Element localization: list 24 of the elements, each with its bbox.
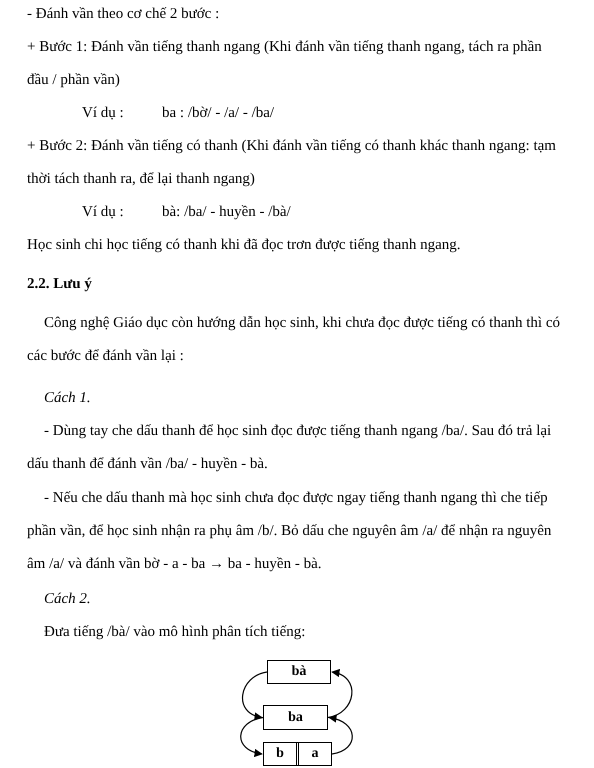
paragraph-text: Ví dụ :: [82, 104, 125, 123]
subheading-text: Cách 1.: [44, 389, 92, 408]
curved-arrow: [328, 670, 352, 718]
paragraph-text: - Dùng tay che dấu thanh để học sinh đọc được tiếng thanh ngang /ba/. Sau đó trả lại dấu thanh để đánh vần /ba/ - huyền - bà.: [27, 422, 552, 474]
letter-cell: b: [264, 743, 299, 765]
paragraph-text: bà: /ba/ - huyền - /bà/: [162, 203, 292, 222]
curved-arrow: [328, 714, 353, 755]
paragraph-text: ba : /bờ/ - /a/ - /ba/: [162, 104, 276, 123]
letter-cell-text: a: [310, 745, 320, 763]
paragraph-text: - Đánh vần theo cơ chế 2 bước :: [27, 5, 220, 24]
paragraph-text: Học sinh chi học tiếng có thanh khi đã đọc trơn được tiếng thanh ngang.: [27, 236, 462, 255]
subheading-text: Cách 2.: [44, 590, 92, 609]
curved-arrow: [240, 716, 264, 756]
paragraph-text: Đưa tiếng /bà/ vào mô hình phân tích tiếng:: [44, 623, 306, 642]
paragraph-text: Công nghệ Giáo dục còn hướng dẫn học sinh, khi chưa đọc được tiếng có thanh thì có các bước để đánh vần lại :: [27, 314, 561, 366]
paragraph-text: - Nếu che dấu thanh mà học sinh chưa đọc được ngay tiếng thanh ngang thì che tiếp phần vần, để học sinh nhận ra phụ âm /b/. Bỏ dấu che nguyên âm /a/ để nhận ra nguyên âm /a/ và đánh vần bờ - a - ba → ba - huyền - bà.: [27, 489, 552, 574]
paragraph-text: + Bước 1: Đánh vần tiếng thanh ngang (Khi đánh vần tiếng thanh ngang, tách ra phần đầu / phần vần): [27, 38, 543, 90]
curved-arrow: [242, 671, 268, 720]
syllable-box: ba: [263, 705, 328, 730]
syllable-box: bà: [267, 660, 331, 684]
split-box: [263, 742, 332, 766]
paragraph-text: Ví dụ :: [82, 203, 125, 222]
section-heading: 2.2. Lưu ý: [27, 275, 93, 294]
paragraph-text: + Bước 2: Đánh vần tiếng có thanh (Khi đánh vần tiếng có thanh khác thanh ngang: tạm thời tách thanh ra, để lại thanh ngang): [27, 137, 557, 189]
